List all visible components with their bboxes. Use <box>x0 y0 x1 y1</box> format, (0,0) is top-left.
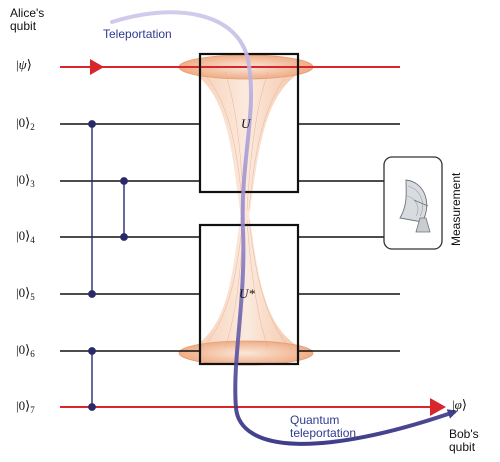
qubit-label-6: |0⟩6 <box>16 342 35 359</box>
qubit-label-3: |0⟩3 <box>16 172 35 189</box>
output-qubit-label: |φ⟩ <box>452 397 467 412</box>
output-arrow-icon <box>430 398 446 416</box>
teleportation-path <box>110 10 458 446</box>
input-arrow-icon <box>90 59 104 75</box>
gate-ustar-box <box>198 223 300 366</box>
teleportation-label: Teleportation <box>103 27 172 41</box>
qubit-label-7: |0⟩7 <box>16 398 35 415</box>
qubit-label-2: |0⟩2 <box>16 115 35 132</box>
gate-u-box <box>198 52 300 194</box>
qubit-label-5: |0⟩5 <box>16 285 35 302</box>
qubit-wires <box>60 123 400 352</box>
qubit-label-4: |0⟩4 <box>16 228 35 245</box>
measurement-device <box>383 156 443 250</box>
qubit-label-psi: |ψ⟩ <box>16 57 32 72</box>
red-wires <box>60 59 446 416</box>
control-links <box>88 120 128 411</box>
gate-u-label: U <box>241 116 251 131</box>
satellite-dish-icon <box>399 179 431 233</box>
measurement-label: Measurement <box>449 172 463 246</box>
gate-ustar-label: U* <box>239 286 255 301</box>
